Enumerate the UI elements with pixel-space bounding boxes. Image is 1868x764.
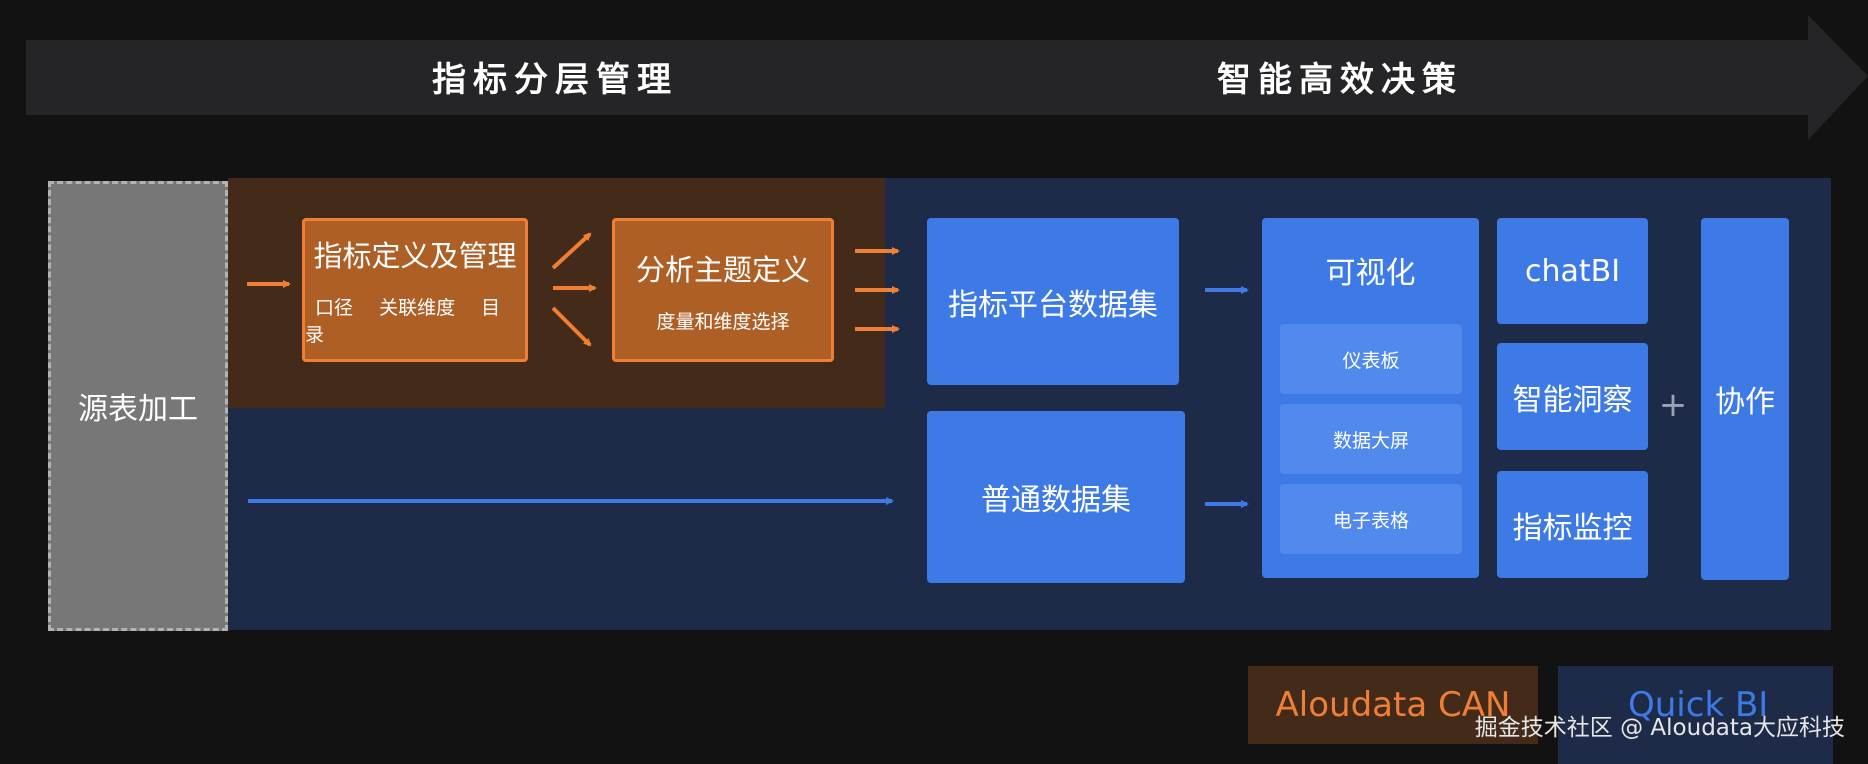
aloudata-can-label: Aloudata CAN [1248,666,1538,744]
quick-bi-label: Quick BI [1558,666,1833,764]
analysis-topic-box: 分析主题定义 度量和维度选择 [612,218,834,362]
source-processing-label: 源表加工 [78,392,198,427]
visualization-item-spreadsheet: 电子表格 [1280,484,1462,554]
plus-sign: + [1658,385,1688,425]
visualization-title: 可视化 [1325,256,1416,291]
metric-definition-items: 口径 关联维度 目录 [305,293,525,347]
visualization-box: 可视化 仪表板 数据大屏 电子表格 [1262,218,1479,578]
metric-platform-dataset-box: 指标平台数据集 [927,218,1179,385]
normal-dataset-box: 普通数据集 [927,411,1185,583]
banner-arrow [26,15,1868,140]
arrow-metric-to-topic-up [551,232,592,270]
metric-definition-item: 目录 [305,297,501,346]
metric-definition-item: 关联维度 [379,297,456,319]
banner-right-title: 智能高效决策 [1217,59,1463,100]
banner-left-title: 指标分层管理 [432,59,678,100]
analysis-topic-subtitle: 度量和维度选择 [656,310,790,333]
metric-definition-item: 口径 [315,297,354,319]
chatbi-box: chatBI [1497,218,1648,324]
metric-definition-box: 指标定义及管理 口径 关联维度 目录 [302,218,528,362]
arrow-metric-to-topic-down [551,306,592,347]
collaboration-box: 协作 [1701,218,1789,580]
source-processing-box: 源表加工 [48,181,228,631]
watermark: 掘金技术社区 @ Aloudata大应科技 [1474,715,1845,741]
visualization-item-dashboard: 仪表板 [1280,324,1462,394]
visualization-item-big-screen: 数据大屏 [1280,404,1462,474]
metric-definition-title: 指标定义及管理 [313,239,517,273]
quick-bi-text: Quick BI [1628,685,1769,725]
metric-monitor-box: 指标监控 [1497,471,1648,578]
analysis-topic-title: 分析主题定义 [635,252,810,287]
smart-insight-box: 智能洞察 [1497,343,1648,450]
